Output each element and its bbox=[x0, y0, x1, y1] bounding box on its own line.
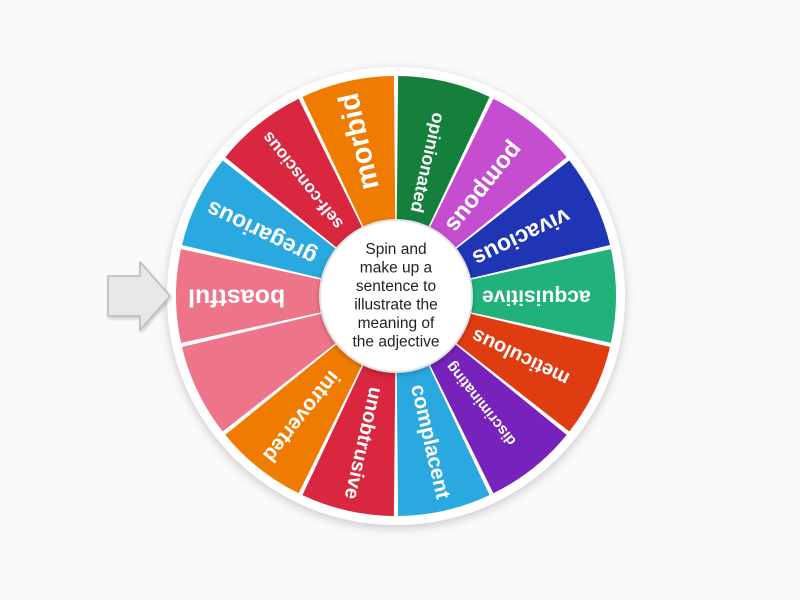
wheel-hub[interactable] bbox=[319, 219, 473, 373]
wheel-segment[interactable] bbox=[181, 160, 338, 279]
pointer-arrow-icon bbox=[107, 261, 171, 331]
wheel-segment[interactable] bbox=[181, 313, 338, 432]
hub-text-line: Spin and bbox=[365, 241, 426, 258]
wheel-segments[interactable] bbox=[175, 76, 616, 516]
wheel-segment[interactable] bbox=[428, 98, 567, 250]
hub-text-line: meaning of bbox=[358, 315, 435, 332]
hub-text-line: illustrate the bbox=[354, 296, 438, 313]
wheel-segment[interactable] bbox=[396, 362, 490, 516]
hub-text-line: the adjective bbox=[352, 333, 439, 350]
wheel-segment[interactable] bbox=[302, 76, 396, 230]
hub-text-line: make up a bbox=[360, 259, 433, 276]
spinner-pointer bbox=[107, 261, 171, 331]
segment-label: acquisitive bbox=[482, 285, 591, 308]
wheel-segment[interactable] bbox=[428, 342, 567, 494]
wheel-segment[interactable] bbox=[468, 249, 616, 343]
wheel-segment[interactable] bbox=[454, 160, 611, 279]
wheel-segment[interactable] bbox=[396, 76, 490, 230]
segment-label: boastful bbox=[188, 283, 285, 311]
wheel-segment[interactable] bbox=[302, 362, 396, 516]
wheel-segment[interactable] bbox=[175, 249, 324, 343]
wheel-segment[interactable] bbox=[225, 98, 364, 250]
hub-text-line: sentence to bbox=[356, 278, 436, 295]
wheel-segment[interactable] bbox=[454, 313, 611, 432]
wheel-segment[interactable] bbox=[225, 342, 364, 494]
